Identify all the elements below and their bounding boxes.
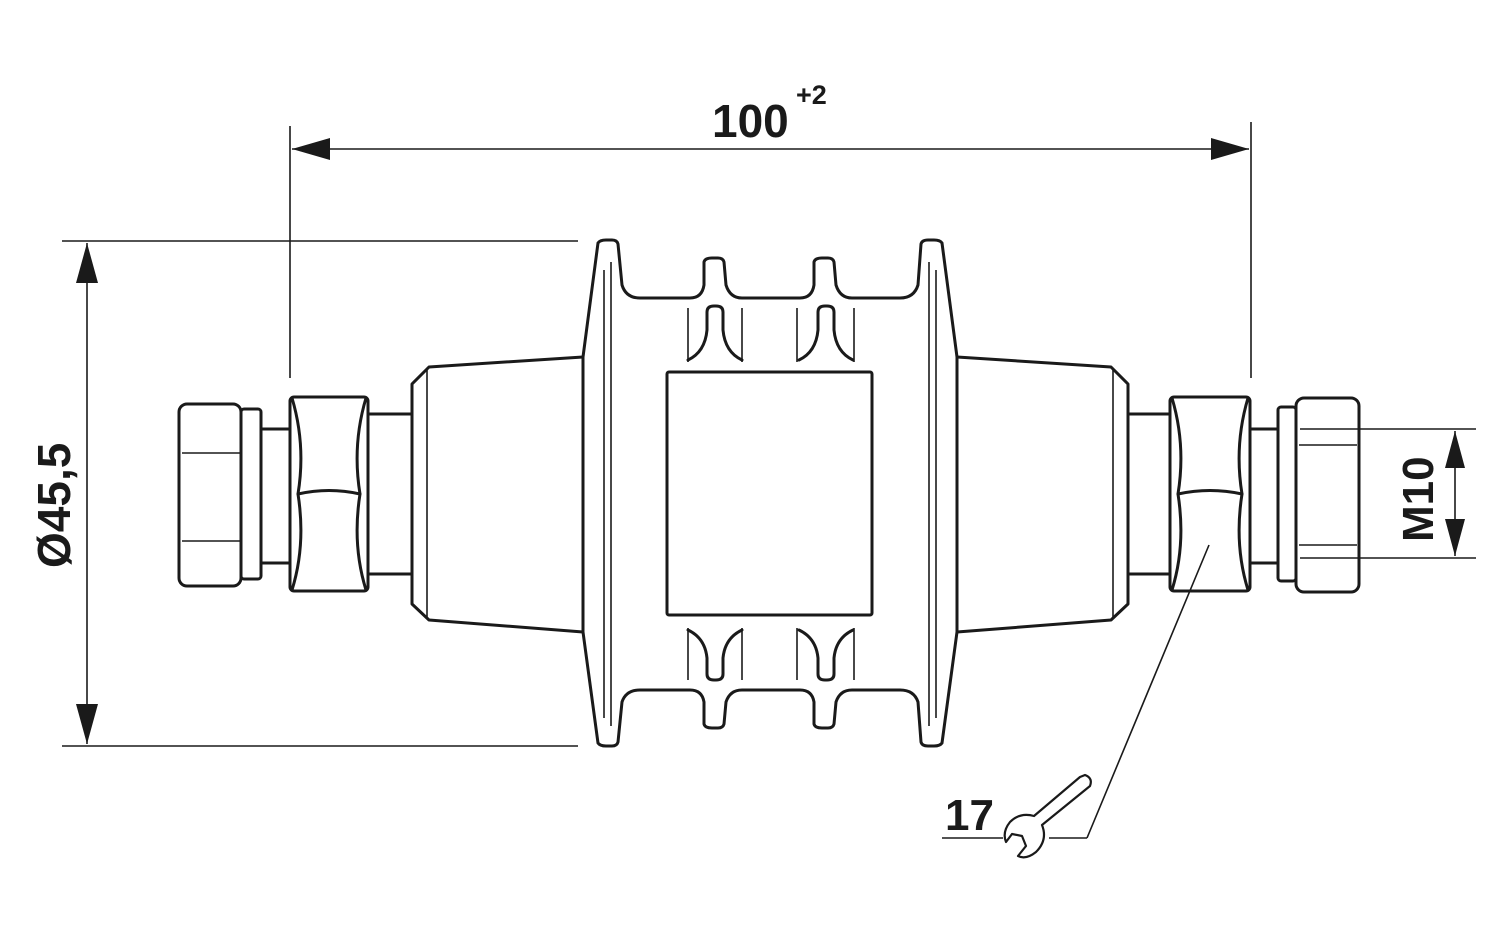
length-value: 100 bbox=[712, 95, 789, 147]
right-hex-nut bbox=[1126, 395, 1280, 593]
arrow-up-icon bbox=[76, 243, 98, 283]
length-tolerance: +2 bbox=[796, 80, 827, 110]
top-clips bbox=[686, 304, 855, 362]
left-taper bbox=[410, 355, 585, 634]
wrench-size-value: 17 bbox=[945, 791, 994, 840]
arrow-right-icon bbox=[1211, 138, 1249, 160]
arrow-up-icon bbox=[1445, 431, 1465, 468]
thread-value: M10 bbox=[1394, 456, 1443, 542]
right-taper bbox=[955, 355, 1130, 634]
diameter-dimension: Ø45,5 bbox=[28, 240, 578, 747]
length-dimension: 100 +2 bbox=[289, 80, 1252, 378]
thread-dimension: M10 bbox=[1300, 428, 1476, 559]
right-cap-nut bbox=[1276, 396, 1361, 594]
housing-body bbox=[581, 238, 959, 748]
arrow-down-icon bbox=[76, 704, 98, 744]
bottom-clips bbox=[686, 628, 855, 682]
left-hex-nut bbox=[288, 395, 414, 593]
wrench-callout: 17 bbox=[942, 544, 1210, 859]
diameter-value: Ø45,5 bbox=[28, 443, 80, 568]
wrench-icon bbox=[1003, 773, 1092, 859]
arrow-down-icon bbox=[1445, 519, 1465, 556]
arrow-left-icon bbox=[292, 138, 330, 160]
left-cap-nut bbox=[177, 402, 292, 588]
